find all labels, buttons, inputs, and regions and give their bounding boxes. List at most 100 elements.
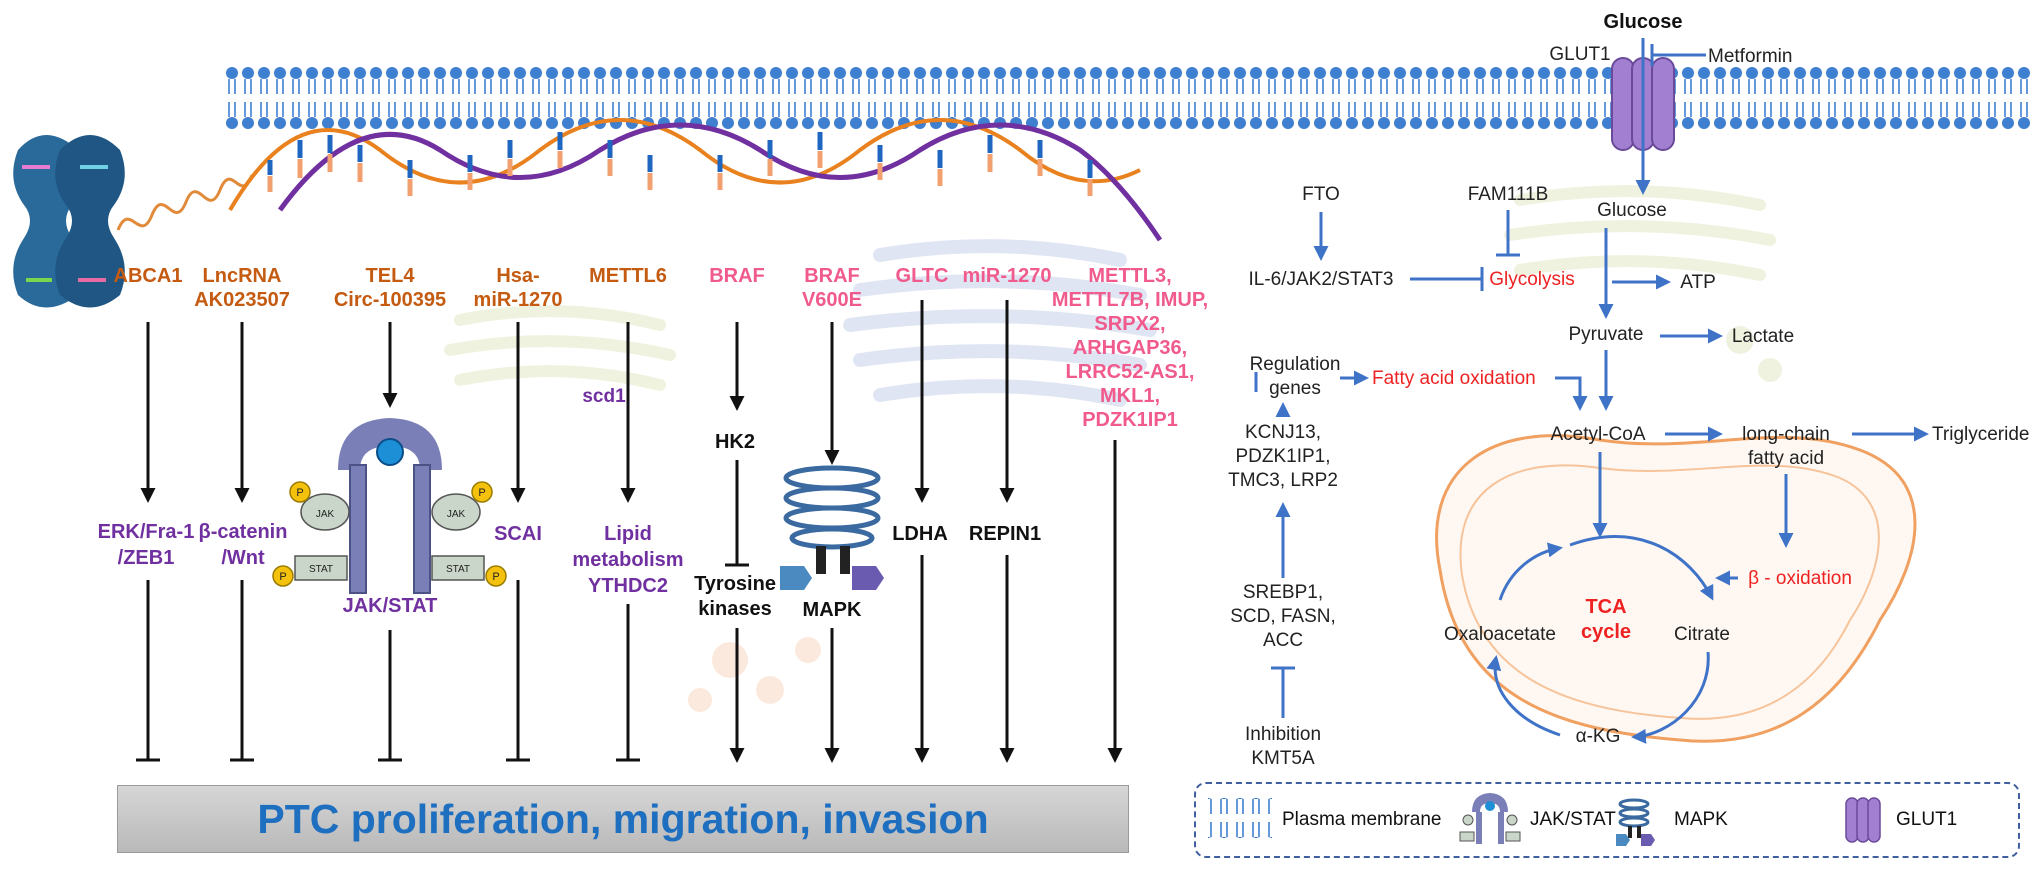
legend-jak-stat-icon <box>1459 793 1521 844</box>
legend-mapk-label: MAPK <box>1674 809 1728 830</box>
ptc-outcome-banner: PTC proliferation, migration, invasion <box>117 785 1129 853</box>
il6-label: IL-6/JAK2/STAT3 <box>1248 269 1393 290</box>
inhibit-erk <box>136 580 160 762</box>
background-organelles <box>444 185 1782 712</box>
gene-tel4-line1: TEL4 <box>366 265 416 287</box>
legend-box: Plasma membrane JAK/STAT MAPK GLUT1 <box>1194 782 2020 858</box>
scd1-label: scd1 <box>582 386 626 407</box>
gene-mettl-item: PDZK1IP1 <box>1082 409 1178 431</box>
tca-label-line1: TCA <box>1585 596 1626 618</box>
gene-braf-v600e-line2: V600E <box>802 289 862 311</box>
gene-abca1: ABCA1 <box>114 265 183 287</box>
tca-label-line2: cycle <box>1581 621 1631 643</box>
gene-mettl6: METTL6 <box>589 265 667 287</box>
tca-cycle-arrow <box>1569 535 1714 601</box>
beta-oxidation-label: β - oxidation <box>1748 568 1852 589</box>
jak-stat-label: JAK/STAT <box>343 595 438 617</box>
legend-plasma-membrane-label: Plasma membrane <box>1282 809 1442 830</box>
stat-right-label: STAT <box>446 564 470 575</box>
dna-helix <box>228 118 1163 242</box>
pyruvate-label: Pyruvate <box>1569 324 1644 345</box>
scai-label: SCAI <box>494 523 542 545</box>
legend-jak-stat-label: JAK/STAT <box>1530 809 1616 830</box>
stat-left-label: STAT <box>309 564 333 575</box>
fao-to-acetyl-arrow <box>1555 376 1588 411</box>
jak-left-label: JAK <box>316 509 335 520</box>
legend-mapk-icon <box>1616 798 1655 846</box>
gene-mettl-item: ARHGAP36, <box>1073 337 1187 359</box>
fao-label: Fatty acid oxidation <box>1372 368 1536 389</box>
bcatenin-label-line1: β-catenin <box>199 521 288 543</box>
jak-stat-receptor-icon: JAK JAK STAT STAT P P P P <box>272 418 507 594</box>
chromosome-icon <box>13 135 125 308</box>
gene-mettl-item: MKL1, <box>1100 385 1160 407</box>
gene-braf: BRAF <box>709 265 765 287</box>
p-label: P <box>296 487 303 499</box>
p-label: P <box>478 487 485 499</box>
inhibit-jakstat <box>378 630 402 762</box>
glucose-inner-label: Glucose <box>1597 200 1667 221</box>
hk2-label: HK2 <box>715 431 755 453</box>
hk2-inhibit-line <box>725 460 749 567</box>
fam111b-label: FAM111B <box>1468 184 1549 205</box>
inhibit-bcatenin <box>230 580 254 762</box>
gene-mettl-item: LRRC52-AS1, <box>1066 361 1195 383</box>
triglyceride-label: Triglyceride <box>1932 424 2030 445</box>
mapk-label: MAPK <box>803 599 862 621</box>
bcatenin-label-line2: /Wnt <box>221 547 265 569</box>
tyrosine-label-line2: kinases <box>698 598 771 620</box>
il6-inhibit-glycolysis <box>1410 267 1484 291</box>
p-label: P <box>492 571 499 583</box>
repin1-label: REPIN1 <box>969 523 1041 545</box>
banner-title: PTC proliferation, migration, invasion <box>257 795 989 842</box>
dna-coil <box>116 174 254 231</box>
kcnj-label-line2: PDZK1IP1, <box>1235 446 1330 467</box>
erk-label-line2: /ZEB1 <box>118 547 175 569</box>
inhibition-label-line2: KMT5A <box>1251 748 1315 769</box>
oxaloacetate-label: Oxaloacetate <box>1444 624 1556 645</box>
gene-mettl-item: METTL3, <box>1088 265 1171 287</box>
srebp-label-line2: SCD, FASN, <box>1230 606 1336 627</box>
kcnj-label-line3: TMC3, LRP2 <box>1228 470 1338 491</box>
tca-cycle-arrow <box>1486 655 1561 737</box>
fam111b-inhibit-line <box>1496 210 1520 257</box>
metformin-inhibit-line <box>1650 44 1706 66</box>
lipid-label-line1: Lipid <box>604 523 652 545</box>
fto-label: FTO <box>1302 184 1340 205</box>
ldha-label: LDHA <box>892 523 948 545</box>
gene-mettl-list: METTL3, METTL7B, IMUP, SRPX2, ARHGAP36, … <box>1052 265 1208 431</box>
citrate-label: Citrate <box>1674 624 1730 645</box>
jak-right-label: JAK <box>447 509 466 520</box>
gene-hsa-line1: Hsa- <box>496 265 539 287</box>
glucose-top-label: Glucose <box>1604 11 1683 33</box>
gene-mettl-item: SRPX2, <box>1094 313 1165 335</box>
gene-lncrna-line2: AK023507 <box>194 289 290 311</box>
lcfa-label-line2: fatty acid <box>1748 448 1824 469</box>
inhibit-scai <box>506 580 530 762</box>
legend-plasma-membrane-icon <box>1208 798 1272 838</box>
atp-label: ATP <box>1680 272 1716 293</box>
gene-mettl-item: METTL7B, IMUP, <box>1052 289 1208 311</box>
legend-glut1-icon <box>1845 797 1881 843</box>
lipid-label-line3: YTHDC2 <box>588 575 668 597</box>
gene-hsa-line2: miR-1270 <box>474 289 563 311</box>
akg-label: α-KG <box>1576 726 1621 747</box>
kmt5a-inhibit-srebp <box>1271 666 1295 718</box>
kcnj-label-line1: KCNJ13, <box>1245 422 1321 443</box>
mapk-kinase-icon <box>780 465 884 590</box>
gene-lncrna-line1: LncRNA <box>203 265 282 287</box>
inhibition-label-line1: Inhibition <box>1245 724 1321 745</box>
acetyl-coa-label: Acetyl-CoA <box>1550 424 1645 445</box>
mitochondrion-icon <box>1435 434 1917 743</box>
mitochondrion-inner-membrane <box>1459 464 1880 720</box>
plasma-membrane-right <box>1655 62 2032 134</box>
gene-gltc: GLTC <box>896 265 949 287</box>
legend-glut1-label: GLUT1 <box>1896 809 1958 830</box>
lactate-label: Lactate <box>1732 326 1794 347</box>
glycolysis-label: Glycolysis <box>1489 269 1575 290</box>
glut1-label: GLUT1 <box>1549 44 1610 65</box>
gene-braf-v600e-line1: BRAF <box>804 265 860 287</box>
tca-cycle-arrow <box>1631 651 1710 744</box>
tyrosine-label-line1: Tyrosine <box>694 573 776 595</box>
